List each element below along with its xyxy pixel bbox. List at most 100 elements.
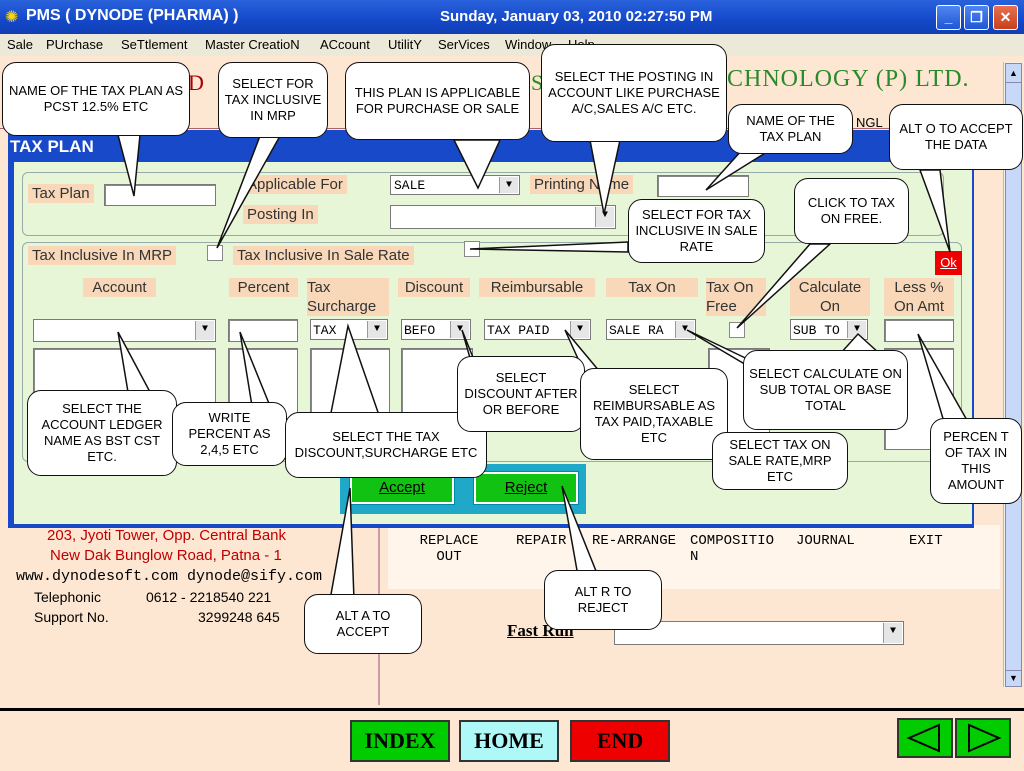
menu-bar: Sale PUrchase SeTtlement Master CreatioN…: [0, 34, 1024, 56]
reject-label: Reject: [504, 479, 548, 496]
applicable-for-value: SALE: [394, 178, 426, 193]
previous-button[interactable]: [897, 718, 953, 758]
applicable-for-label: Applicable For: [243, 175, 347, 194]
chevron-down-icon: ▼: [570, 321, 589, 338]
address-line-2: New Dak Bunglow Road, Patna - 1: [50, 547, 282, 564]
reject-button[interactable]: Reject: [473, 471, 579, 505]
col-reimbursable: Reimbursable: [479, 278, 595, 297]
datetime: Sunday, January 03, 2010 02:27:50 PM: [440, 8, 713, 25]
ok-button[interactable]: Ok: [935, 251, 962, 275]
arrow-right-icon: [968, 723, 1002, 753]
bg-menu-composition[interactable]: COMPOSITION: [690, 533, 775, 565]
callout-discount: SELECT DISCOUNT AFTER OR BEFORE: [457, 356, 585, 432]
discount-value: BEFO: [404, 323, 436, 338]
index-button[interactable]: INDEX: [350, 720, 450, 762]
chevron-down-icon: ▼: [675, 321, 694, 338]
less-pct-input[interactable]: [884, 319, 954, 342]
callout-tax-inclusive-mrp: SELECT FOR TAX INCLUSIVE IN MRP: [218, 62, 328, 138]
callout-alt-a: ALT A TO ACCEPT: [304, 594, 422, 654]
pointer-c11: [329, 323, 382, 419]
support-label: Support No.: [34, 609, 109, 625]
applicable-for-select[interactable]: SALE ▼: [390, 175, 520, 195]
tax-on-free-checkbox[interactable]: [729, 322, 745, 338]
bg-menu-journal[interactable]: JOURNAL: [796, 533, 855, 549]
home-button[interactable]: HOME: [459, 720, 559, 762]
chevron-down-icon: ▼: [847, 321, 866, 338]
accept-label: Accept: [379, 479, 425, 496]
tax-incl-mrp-checkbox[interactable]: [207, 245, 223, 261]
pointer-c7: [736, 243, 832, 329]
account-select[interactable]: ▼: [33, 319, 216, 342]
callout-posting-in: SELECT THE POSTING IN ACCOUNT LIKE PURCH…: [541, 44, 727, 142]
menu-services[interactable]: SerVices: [438, 37, 490, 52]
menu-window[interactable]: Window: [505, 37, 552, 52]
web-email: www.dynodesoft.com dynode@sify.com: [16, 568, 323, 585]
window-title: PMS ( DYNODE (PHARMA) ): [26, 7, 239, 24]
close-button[interactable]: ✕: [993, 5, 1018, 30]
tax-on-select[interactable]: SALE RA ▼: [606, 319, 696, 340]
calculate-on-value: SUB TO: [793, 323, 840, 338]
discount-select[interactable]: BEFO▼: [401, 319, 471, 340]
scrollbar[interactable]: ▲ ▼: [1003, 62, 1022, 687]
next-button[interactable]: [955, 718, 1011, 758]
menu-sale[interactable]: Sale: [7, 37, 34, 52]
tax-plan-label: Tax Plan: [28, 184, 94, 203]
bg-menu-repair[interactable]: REPAIR: [516, 533, 567, 549]
callout-write-percent: WRITE PERCENT AS 2,4,5 ETC: [172, 402, 287, 466]
col-account: Account: [83, 278, 156, 297]
posting-in-label: Posting In: [243, 205, 318, 224]
bg-menu-exit[interactable]: EXIT: [909, 533, 943, 549]
side-fragment: NGL: [856, 115, 883, 130]
calculate-on-select[interactable]: SUB TO ▼: [790, 319, 868, 340]
tax-on-value: SALE RA: [609, 323, 664, 338]
chevron-down-icon: ▼: [883, 623, 902, 643]
telephone-label: Telephonic: [34, 589, 101, 605]
callout-alt-r: ALT R TO REJECT: [544, 570, 662, 630]
company-fragment-left: D: [188, 70, 204, 95]
reimbursable-select[interactable]: TAX PAID▼: [484, 319, 591, 340]
chevron-down-icon: ▼: [367, 321, 386, 338]
col-tax-on-free: Tax On Free: [706, 278, 766, 316]
tax-incl-mrp-label: Tax Inclusive In MRP: [28, 246, 177, 265]
posting-in-select[interactable]: ▼: [390, 205, 616, 229]
dialog-title: TAX PLAN: [10, 137, 94, 156]
callout-less-pct: PERCEN T OF TAX IN THIS AMOUNT: [930, 418, 1022, 504]
col-discount: Discount: [398, 278, 470, 297]
menu-master-creation[interactable]: Master CreatioN: [205, 37, 300, 52]
pointer-c16: [917, 333, 970, 423]
col-tax-on: Tax On: [606, 278, 698, 297]
bg-menu-replace-out[interactable]: REPLACE OUT: [419, 533, 479, 565]
menu-utility[interactable]: UtilitY: [388, 37, 422, 52]
pointer-c3: [452, 139, 502, 190]
chevron-down-icon: ▼: [595, 207, 614, 227]
menu-account[interactable]: ACcount: [320, 37, 370, 52]
bg-menu-rearrange[interactable]: RE-ARRANGE: [592, 533, 677, 549]
callout-reimbursable: SELECT REIMBURSABLE AS TAX PAID,TAXABLE …: [580, 368, 728, 460]
arrow-left-icon: [906, 723, 940, 753]
company-fragment-mid: S: [531, 70, 544, 95]
pointer-c17: [329, 487, 355, 601]
printing-name-input[interactable]: [657, 175, 749, 197]
pointer-c18: [561, 485, 600, 577]
menu-purchase[interactable]: PUrchase: [46, 37, 104, 52]
callout-tax-inclusive-sale: SELECT FOR TAX INCLUSIVE IN SALE RATE: [628, 199, 765, 263]
maximize-button[interactable]: ❐: [964, 5, 989, 30]
title-bar: ✺ PMS ( DYNODE (PHARMA) ) Sunday, Januar…: [0, 0, 1024, 34]
end-button[interactable]: END: [570, 720, 670, 762]
percent-input[interactable]: [228, 319, 298, 342]
address-line-1: 203, Jyoti Tower, Opp. Central Bank: [47, 527, 287, 544]
pointer-c1: [117, 134, 141, 197]
minimize-button[interactable]: _: [936, 5, 961, 30]
menu-settlement[interactable]: SeTtlement: [121, 37, 188, 52]
callout-calculate-on: SELECT CALCULATE ON SUB TOTAL OR BASE TO…: [743, 350, 908, 430]
detail-frame: [22, 242, 962, 462]
support-value: 3299248 645: [198, 609, 280, 625]
pointer-c4: [589, 139, 621, 215]
tax-surcharge-value: TAX: [313, 323, 337, 338]
pointer-c2: [216, 135, 282, 249]
scroll-down-icon[interactable]: ▼: [1005, 670, 1022, 687]
bg-menu-strip: [388, 525, 1000, 589]
scroll-up-icon[interactable]: ▲: [1005, 63, 1022, 83]
fast-run-select[interactable]: ▼: [614, 621, 904, 645]
chevron-down-icon: ▼: [499, 177, 518, 193]
